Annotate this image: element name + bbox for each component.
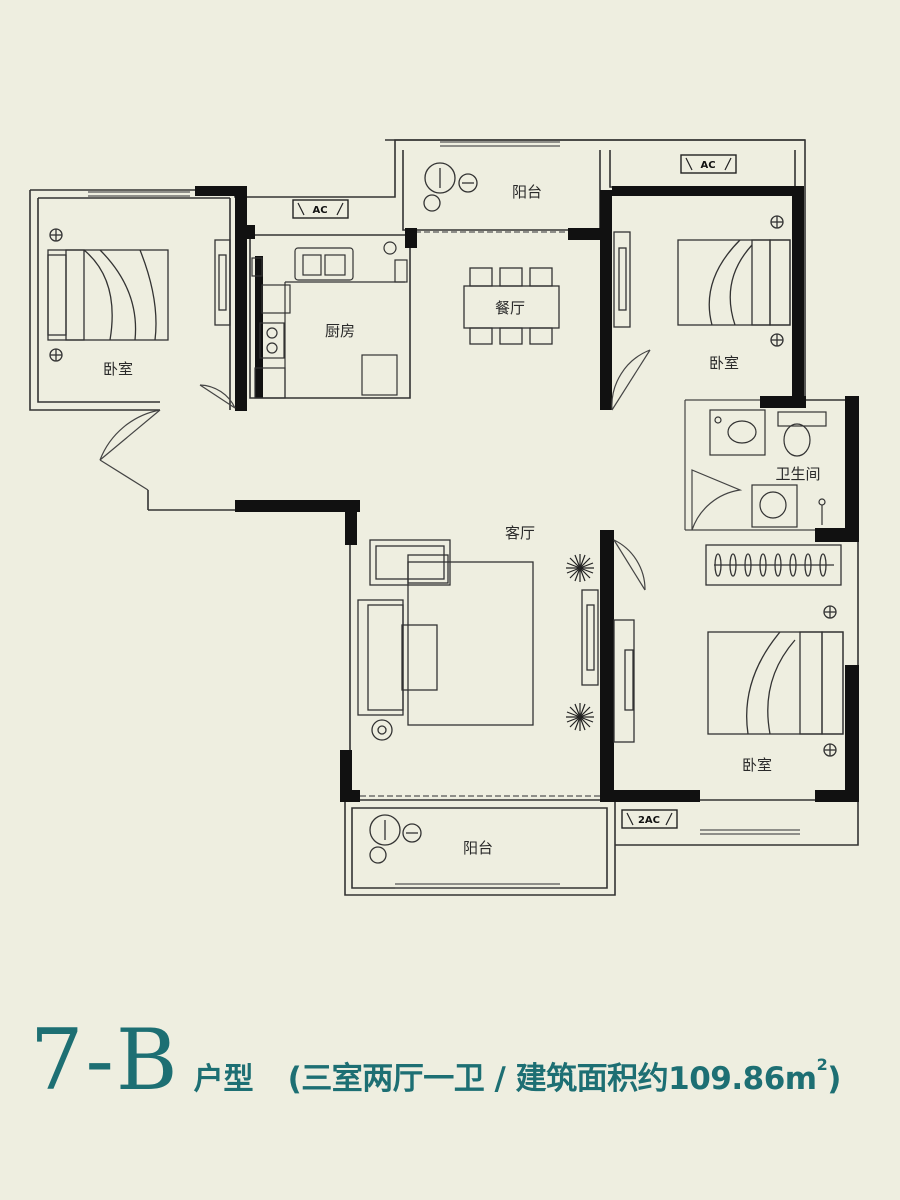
bed-ne xyxy=(613,215,791,347)
room-label-balcony-south: 阳台 xyxy=(463,839,493,857)
ac-label-south: 2AC xyxy=(638,815,660,826)
ac-label-ne: AC xyxy=(700,160,715,171)
plants-south-balcony xyxy=(369,814,422,864)
unit-summary: (三室两厅一卫 / 建筑面积约109.86m2) xyxy=(287,1053,842,1098)
bed-se xyxy=(613,544,844,757)
room-label-dining: 餐厅 xyxy=(495,299,525,317)
unit-code: 7-B xyxy=(30,1011,180,1109)
dining-table xyxy=(463,267,560,345)
windows xyxy=(88,141,800,889)
room-label-balcony-north: 阳台 xyxy=(512,183,542,201)
plants-north-balcony xyxy=(423,162,478,212)
ac-unit-kitchen-top: AC xyxy=(292,199,349,219)
living-furniture xyxy=(357,539,599,741)
structural-walls xyxy=(195,186,859,802)
room-label-bathroom: 卫生间 xyxy=(775,465,820,483)
unit-summary-text: (三室两厅一卫 / 建筑面积约109.86m xyxy=(287,1061,818,1097)
bed-nw xyxy=(47,228,231,362)
floor-plan: AC AC 2AC 卧室 厨房 阳台 餐厅 卧室 卫生间 客厅 卧室 阳台 xyxy=(29,139,859,896)
unit-area-exponent: 2 xyxy=(816,1055,828,1074)
plants-living xyxy=(566,554,594,731)
bathroom-fixtures xyxy=(709,409,827,528)
room-label-bedroom-ne: 卧室 xyxy=(709,354,739,372)
room-label-bedroom-nw: 卧室 xyxy=(103,360,133,378)
unit-type-suffix: 户型 xyxy=(193,1062,254,1097)
unit-caption: 7-B 户型 (三室两厅一卫 / 建筑面积约109.86m2) xyxy=(30,1018,841,1118)
room-label-living: 客厅 xyxy=(505,524,535,542)
ac-unit-ne-top: AC xyxy=(680,154,737,174)
ac-unit-south: 2AC xyxy=(621,809,678,829)
ac-label-kitchen: AC xyxy=(312,205,327,216)
kitchen-fixtures xyxy=(251,241,408,399)
room-label-bedroom-se: 卧室 xyxy=(742,756,772,774)
unit-summary-close: ) xyxy=(827,1061,841,1097)
doors xyxy=(99,349,815,591)
outer-walls xyxy=(29,139,859,896)
room-label-kitchen: 厨房 xyxy=(325,322,355,340)
